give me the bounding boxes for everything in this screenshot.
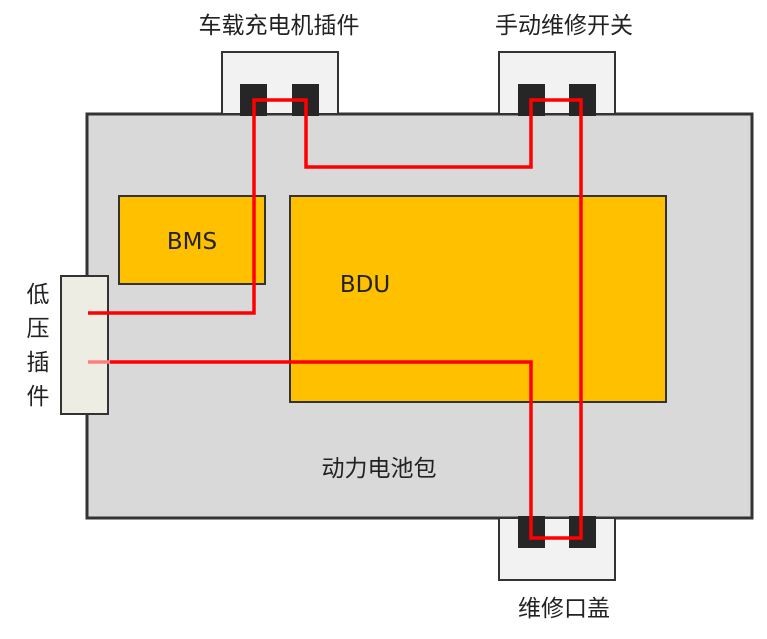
service-switch-label: 手动维修开关 [495,13,633,39]
charger-connector-label: 车载充电机插件 [199,13,360,39]
low-voltage-label-char-2: 压 [27,316,50,342]
bdu-label: BDU [340,272,390,298]
low-voltage-label-char-1: 低 [27,282,50,308]
bms-module [118,195,266,285]
interlock-wire-lv-to-charger [88,98,583,540]
low-voltage-label-char-3: 插 [27,350,50,376]
bdu-module [289,195,667,403]
low-voltage-connector-box [60,275,109,415]
charger-connector-box [221,51,339,115]
low-voltage-label-char-4: 件 [27,384,50,410]
bms-label: BMS [167,229,217,255]
service-cover-label: 维修口盖 [518,596,610,622]
battery-pack-label: 动力电池包 [322,456,437,482]
service-cover-box [498,517,616,581]
service-switch-box [498,51,616,115]
